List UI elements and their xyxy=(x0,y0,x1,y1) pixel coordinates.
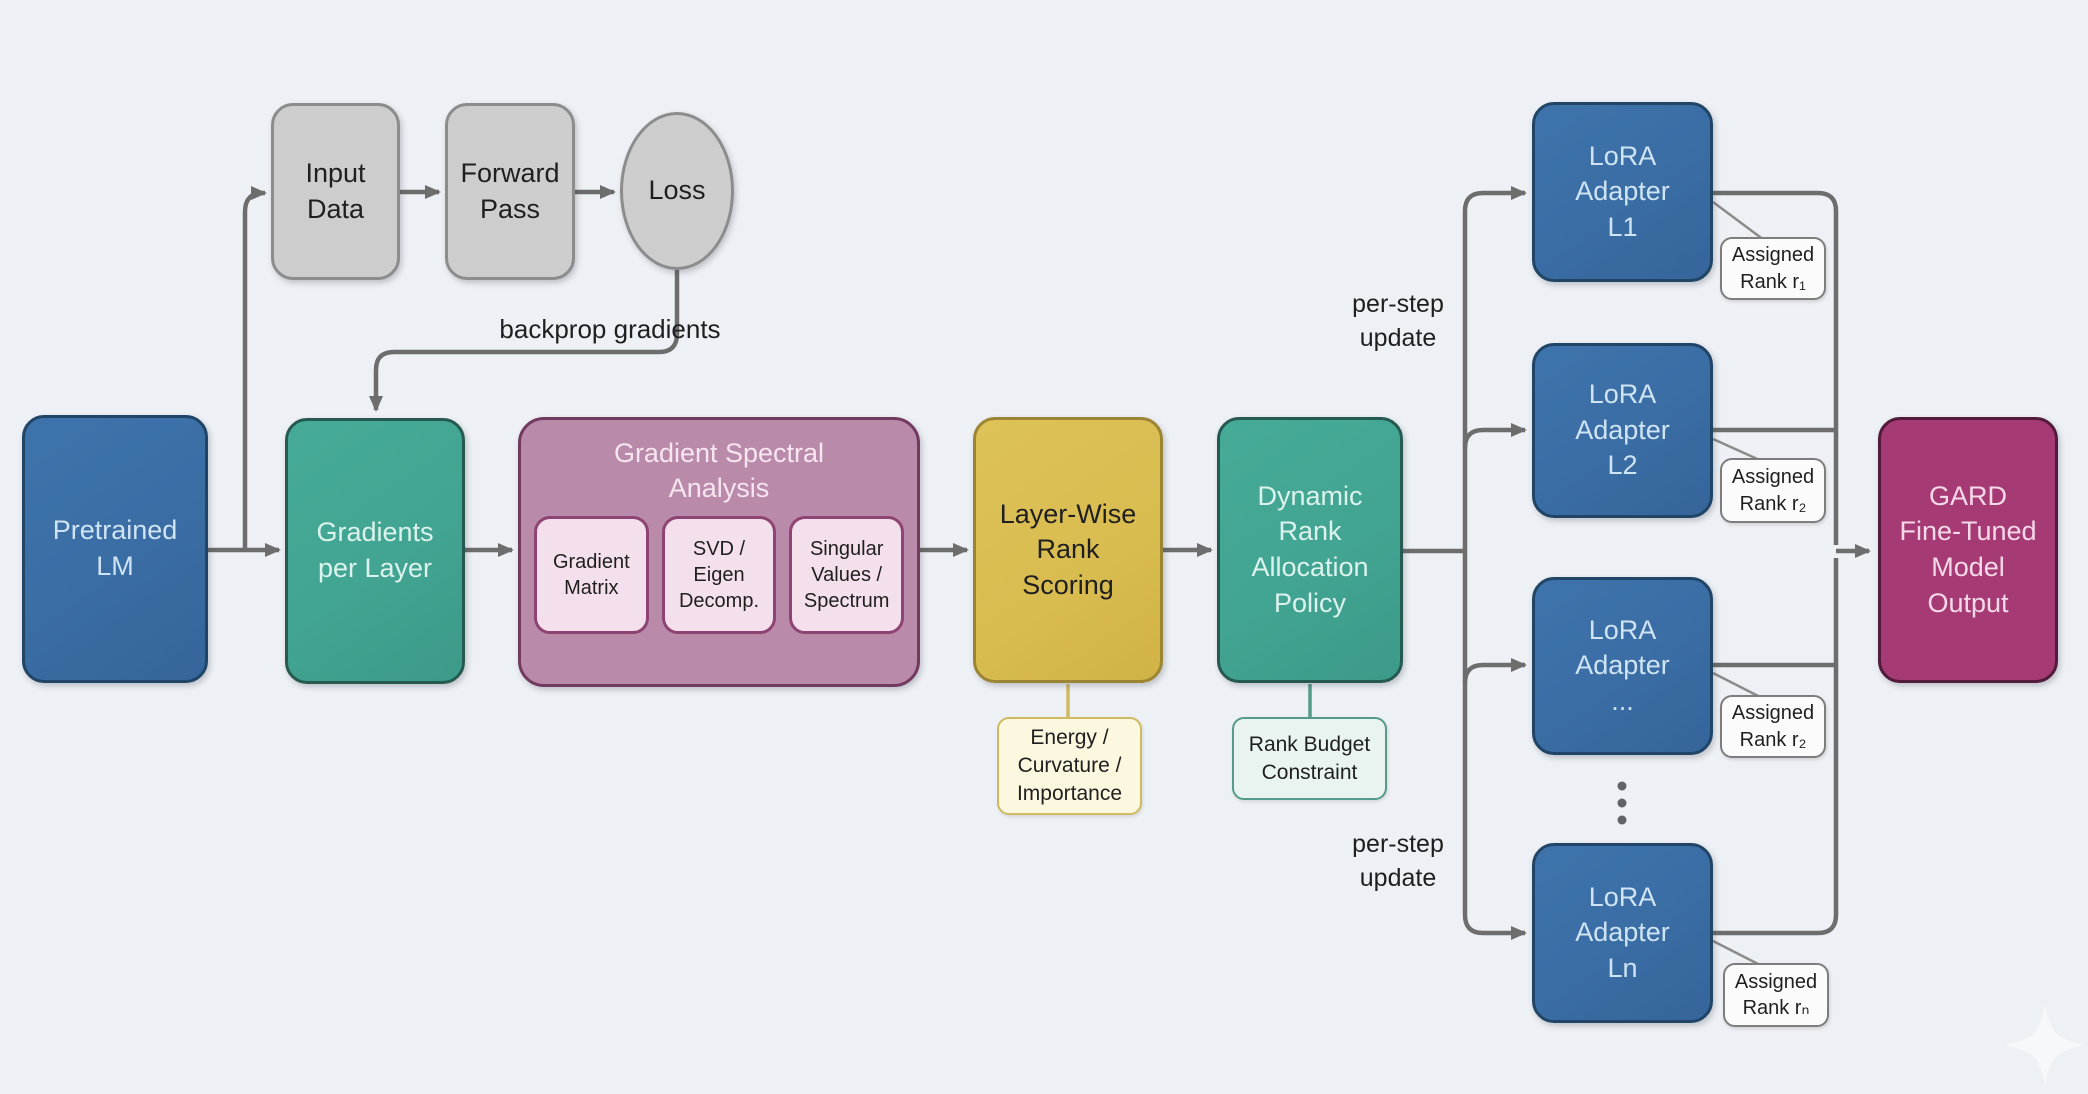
badge-label: Assigned Rank rₙ xyxy=(1734,970,1818,1019)
node-singular-values-spectrum: Singular Values / Spectrum xyxy=(789,516,905,635)
badge-label: Assigned Rank r₂ xyxy=(1731,702,1815,751)
node-loss: Loss xyxy=(620,112,734,270)
leader-rank-r2b xyxy=(1712,671,1765,701)
node-label: SVD / Eigen Decomp. xyxy=(678,537,760,613)
label-backprop-gradients: backprop gradients xyxy=(499,314,721,344)
edge-collect-ln xyxy=(1713,558,1839,936)
node-label: Pretrained LM xyxy=(52,515,178,581)
node-label: Dynamic Rank Allocation Policy xyxy=(1251,480,1369,618)
edge-branch-ldots xyxy=(1462,658,1527,684)
node-label: Loss xyxy=(648,175,706,206)
edge-collect-l1 xyxy=(1713,190,1839,545)
node-gard-output: GARD Fine-Tuned Model Output xyxy=(1878,417,2058,683)
badge-assigned-rank-rn: Assigned Rank rₙ xyxy=(1723,963,1829,1027)
badge-assigned-rank-r1: Assigned Rank r₁ xyxy=(1720,237,1826,300)
node-input-data: Input Data xyxy=(271,103,400,280)
vertical-ellipsis-icon xyxy=(1617,781,1627,825)
node-layer-wise-rank-scoring: Layer-Wise Rank Scoring xyxy=(973,417,1163,683)
node-pretrained-lm: Pretrained LM xyxy=(22,415,208,683)
node-lora-adapter-l1: LoRA Adapter L1 xyxy=(1532,102,1713,282)
note-label: Energy / Curvature / Importance xyxy=(1016,726,1123,805)
note-energy-curvature-importance: Energy / Curvature / Importance xyxy=(997,717,1142,815)
node-label: Singular Values / Spectrum xyxy=(803,537,890,613)
node-lora-adapter-l2: LoRA Adapter L2 xyxy=(1532,343,1713,518)
node-forward-pass: Forward Pass xyxy=(445,103,575,280)
leader-rank-r1 xyxy=(1712,200,1765,242)
node-label: Gradient Matrix xyxy=(552,550,630,600)
node-label: GARD Fine-Tuned Model Output xyxy=(1899,480,2037,618)
edge-backprop xyxy=(369,270,680,412)
note-label: Rank Budget Constraint xyxy=(1248,732,1371,784)
badge-label: Assigned Rank r₂ xyxy=(1731,466,1815,515)
edge-branch-l2 xyxy=(1462,423,1527,449)
edge-pretrained-to-input xyxy=(242,186,267,550)
node-lora-adapter-ldots: LoRA Adapter ... xyxy=(1532,577,1713,755)
node-gradients-per-layer: Gradients per Layer xyxy=(285,418,465,684)
node-label: LoRA Adapter L2 xyxy=(1575,379,1670,481)
node-label: Gradients per Layer xyxy=(316,517,434,583)
badge-assigned-rank-r2b: Assigned Rank r₂ xyxy=(1720,695,1826,758)
label-per-step-update-top: per-step update xyxy=(1352,290,1444,352)
node-svd-eigen-decomp: SVD / Eigen Decomp. xyxy=(661,516,777,635)
node-label: LoRA Adapter L1 xyxy=(1575,140,1670,242)
node-label: Forward Pass xyxy=(460,157,560,224)
node-label: LoRA Adapter Ln xyxy=(1575,881,1670,983)
badge-label: Assigned Rank r₁ xyxy=(1731,244,1815,293)
node-gradient-spectral-analysis: Gradient Spectral Analysis Gradient Matr… xyxy=(518,417,920,687)
sparkle-watermark xyxy=(2005,1005,2085,1085)
node-dynamic-rank-allocation-policy: Dynamic Rank Allocation Policy xyxy=(1217,417,1403,683)
edge-branch-ln xyxy=(1462,551,1527,940)
badge-assigned-rank-r2: Assigned Rank r₂ xyxy=(1720,458,1826,523)
node-label: LoRA Adapter ... xyxy=(1575,614,1670,716)
edge-branch-l1 xyxy=(1462,186,1527,551)
node-lora-adapter-ln: LoRA Adapter Ln xyxy=(1532,843,1713,1023)
node-label: Input Data xyxy=(305,157,366,224)
node-label: Layer-Wise Rank Scoring xyxy=(999,498,1137,600)
gsa-children: Gradient Matrix SVD / Eigen Decomp. Sing… xyxy=(521,516,917,635)
node-gradient-matrix: Gradient Matrix xyxy=(534,516,649,635)
note-rank-budget-constraint: Rank Budget Constraint xyxy=(1232,717,1387,800)
label-per-step-update-bottom: per-step update xyxy=(1352,830,1444,892)
group-title: Gradient Spectral Analysis xyxy=(613,438,825,504)
leader-rank-rn xyxy=(1712,939,1765,969)
